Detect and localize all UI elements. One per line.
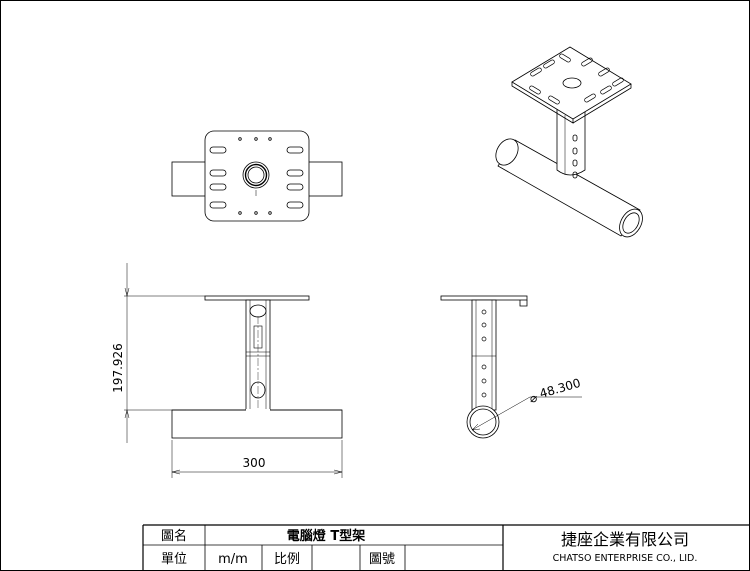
front-view-dimension-lines <box>124 263 343 478</box>
title-block-name-value: 電腦燈 T型架 <box>287 528 365 544</box>
title-block-scale-label: 比例 <box>274 552 300 567</box>
title-block <box>142 524 750 571</box>
title-block-unit-value: m/m <box>218 552 248 567</box>
width-dimension-label: 300 <box>243 456 266 470</box>
side-view <box>440 295 528 439</box>
front-view <box>171 295 343 439</box>
company-name-chinese: 捷座企業有限公司 <box>561 530 689 549</box>
title-block-drawing-no-label: 圖號 <box>369 552 395 567</box>
company-name-english: CHATSO ENTERPRISE CO., LID. <box>553 553 698 564</box>
height-dimension-label: 197.926 <box>111 343 125 393</box>
top-view <box>171 130 343 222</box>
title-block-unit-label: 單位 <box>161 552 187 567</box>
diameter-symbol: ⌀ <box>530 391 537 405</box>
title-block-name-label: 圖名 <box>161 528 187 544</box>
isometric-view <box>495 46 643 238</box>
diameter-leader-line <box>471 396 582 431</box>
